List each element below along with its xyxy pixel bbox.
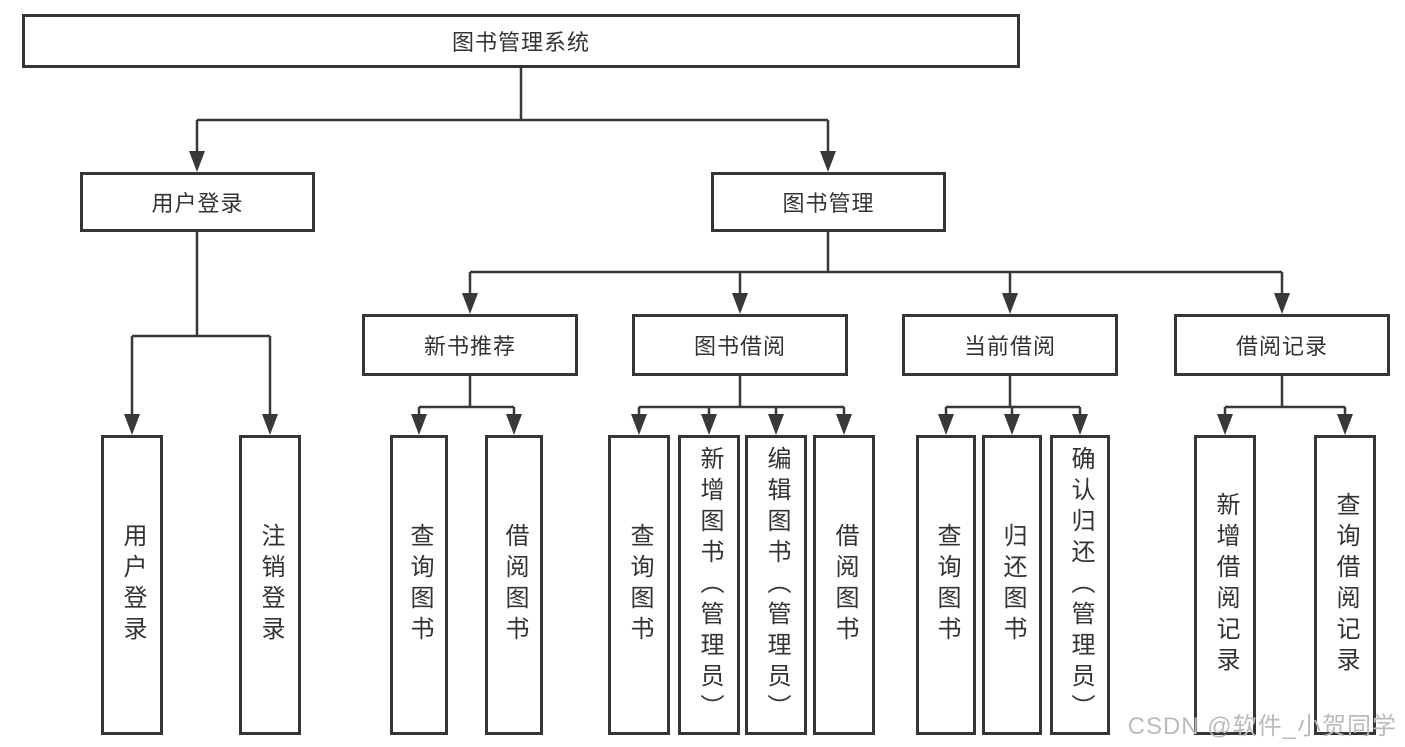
leaf-user-login: 用户登录 <box>101 435 163 735</box>
leaf-query-book-borrow: 查询图书 <box>608 435 670 735</box>
leaf-add-book-admin: 新增图书（管理员） <box>678 435 740 735</box>
leaf-confirm-return-admin: 确认归还（管理员） <box>1050 435 1110 735</box>
node-label: 新增借阅记录 <box>1212 492 1239 678</box>
node-label: 查询图书 <box>626 523 653 647</box>
node-user-login: 用户登录 <box>80 172 315 232</box>
node-label: 借阅图书 <box>831 523 858 647</box>
node-label: 确认归还（管理员） <box>1067 445 1094 725</box>
node-label: 编辑图书（管理员） <box>763 445 790 725</box>
node-label: 借阅图书 <box>501 523 528 647</box>
node-book-borrow: 图书借阅 <box>632 314 848 376</box>
node-library-system: 图书管理系统 <box>22 14 1020 68</box>
node-label: 新书推荐 <box>423 334 516 359</box>
node-label: 借阅记录 <box>1235 334 1328 359</box>
leaf-borrow-book-recommend: 借阅图书 <box>485 435 543 735</box>
node-label: 查询图书 <box>933 523 960 647</box>
node-label: 查询借阅记录 <box>1332 492 1359 678</box>
leaf-query-borrow-record: 查询借阅记录 <box>1314 435 1376 735</box>
node-label: 用户登录 <box>151 191 244 216</box>
leaf-return-book: 归还图书 <box>982 435 1042 735</box>
leaf-query-book-recommend: 查询图书 <box>390 435 448 735</box>
node-new-book-recommend: 新书推荐 <box>362 314 578 376</box>
node-label: 图书借阅 <box>693 334 786 359</box>
node-label: 新增图书（管理员） <box>696 445 723 725</box>
node-label: 用户登录 <box>119 523 146 647</box>
arrowheads <box>124 151 1353 435</box>
csdn-watermark: CSDN @软件_小贺同学 <box>1127 713 1397 740</box>
node-label: 当前借阅 <box>963 334 1056 359</box>
node-current-borrow: 当前借阅 <box>902 314 1118 376</box>
node-borrow-record: 借阅记录 <box>1174 314 1390 376</box>
leaf-logout-login: 注销登录 <box>239 435 301 735</box>
node-label: 查询图书 <box>406 523 433 647</box>
leaf-add-borrow-record: 新增借阅记录 <box>1194 435 1256 735</box>
node-label: 图书管理 <box>782 191 875 216</box>
leaf-borrow-book: 借阅图书 <box>813 435 875 735</box>
leaf-query-book-current: 查询图书 <box>916 435 976 735</box>
node-label: 归还图书 <box>999 523 1026 647</box>
node-label: 图书管理系统 <box>451 30 590 55</box>
leaf-edit-book-admin: 编辑图书（管理员） <box>745 435 807 735</box>
node-label: 注销登录 <box>257 523 284 647</box>
node-book-management: 图书管理 <box>711 172 946 232</box>
